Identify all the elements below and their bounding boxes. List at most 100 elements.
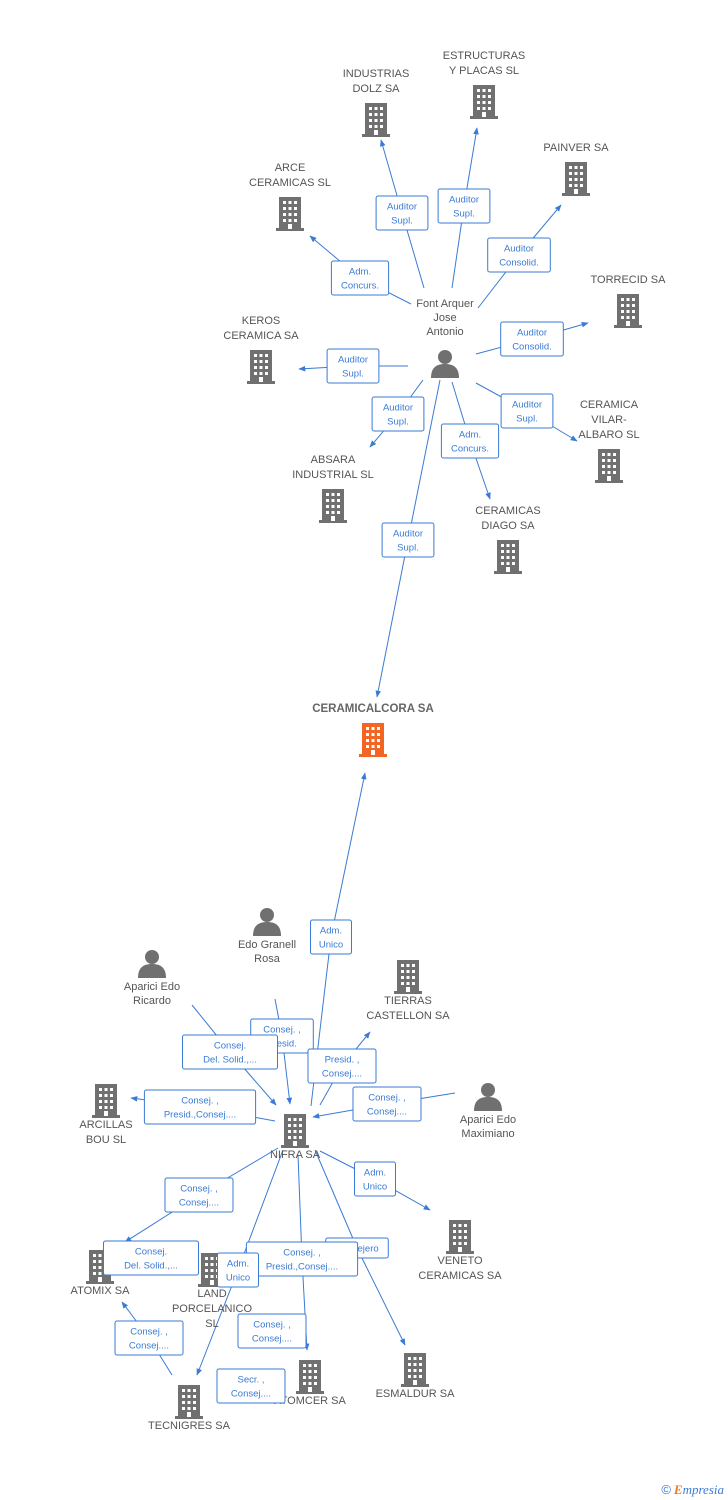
edge-label-nifra-to-veneto: Adm.Unico (354, 1161, 396, 1197)
node-label: ABSARA (311, 454, 356, 466)
edge-label-text: Presid. (267, 1039, 297, 1050)
edge-label-nifra-to-tecnigres: Adm.Unico (217, 1252, 259, 1288)
edge-label-box (375, 195, 429, 231)
node-torrecid[interactable]: TORRECID SA (591, 274, 667, 328)
edge-label-box (307, 1048, 377, 1084)
node-tecnigres[interactable]: TECNIGRES SA (148, 1385, 231, 1432)
node-nifra[interactable]: NIFRA SA (270, 1114, 321, 1161)
building-icon (614, 294, 642, 328)
building-icon (247, 350, 275, 384)
focus-building-icon (359, 723, 387, 757)
edge-label-box (487, 237, 551, 273)
edge-label-text: Auditor (512, 400, 542, 411)
edge-label-box (330, 260, 390, 296)
node-label: DIAGO SA (481, 520, 535, 532)
edge-label-text: Presid. , (325, 1055, 360, 1066)
edge-label-text: Auditor (387, 202, 417, 213)
node-label: CERAMICA (580, 399, 639, 411)
building-icon (175, 1385, 203, 1419)
edge-label-box (182, 1034, 278, 1070)
edge-label-text: Consolid. (512, 342, 552, 353)
node-label: PAINVER SA (543, 142, 609, 154)
edge-label-text: Adm. (349, 267, 371, 278)
node-label: ARCE (275, 162, 306, 174)
node-label: VILAR- (591, 414, 627, 426)
building-icon (92, 1084, 120, 1118)
node-label: Maximiano (461, 1128, 514, 1140)
node-atomix[interactable]: ATOMIX SA (71, 1250, 131, 1297)
edge-label-box (352, 1086, 422, 1122)
edge-label-text: Adm. (227, 1259, 249, 1270)
building-icon (296, 1360, 324, 1394)
building-icon (394, 960, 422, 994)
node-atomcer[interactable]: ATOMCER SA (274, 1360, 347, 1407)
edge-label-text: Consej.... (129, 1341, 169, 1352)
edge-label-text: Supl. (387, 417, 409, 428)
edge-label-nifra-to-atomix: Consej. ,Consej.... (164, 1177, 234, 1213)
node-label: Rosa (254, 953, 281, 965)
node-ceramicalcora[interactable]: CERAMICALCORA SA (312, 703, 434, 757)
edge-label-text: Consej. (214, 1041, 246, 1052)
edge-label-nifra-to-atomcer: Consej. ,Presid.,Consej.... (245, 1241, 359, 1277)
edge-label-text: Auditor (393, 529, 423, 540)
node-label: CERAMICAS (475, 505, 540, 517)
node-vilar-albaro[interactable]: CERAMICA VILAR- ALBARO SL (578, 399, 640, 483)
edge-label-text: Consolid. (499, 258, 539, 269)
edge-label-nifra-to-arcillas_bou: Consej. , Presid.,Consej.... (143, 1089, 257, 1125)
edge-label-text: Consej. , (130, 1327, 168, 1338)
building-icon (494, 540, 522, 574)
edge-label-box (237, 1313, 307, 1349)
node-label: Aparici Edo (460, 1114, 516, 1126)
edge-label-text: Consej. , (181, 1096, 219, 1107)
node-label: ATOMCER SA (274, 1395, 346, 1407)
node-label: Font Arquer (416, 298, 474, 310)
edge-label-font_arquer-to-diago: Adm.Concurs. (440, 423, 500, 459)
person-icon (138, 950, 166, 978)
edge-label-box (164, 1177, 234, 1213)
edge-label-text: Unico (363, 1182, 387, 1193)
edge-label-box (354, 1161, 396, 1197)
node-label: CERAMICA SA (223, 330, 299, 342)
edge-label-text: Consej.... (179, 1198, 219, 1209)
node-label: Y PLACAS SL (449, 65, 519, 77)
node-label: CERAMICAS SA (418, 1270, 502, 1282)
building-icon (595, 449, 623, 483)
edge-label-box (381, 522, 435, 558)
edge-label-text: Del. Solid.,... (203, 1055, 257, 1066)
node-label: PORCELANICO (172, 1303, 253, 1315)
edge-label-text: Consej. , (263, 1025, 301, 1036)
node-label: TORRECID SA (591, 274, 667, 286)
edge-label-nifra-to-tierras: Presid. ,Consej.... (307, 1048, 377, 1084)
edge-label-text: Consej. , (368, 1093, 406, 1104)
node-label: Jose (433, 312, 456, 324)
edge-label-text: Presid.,Consej.... (164, 1110, 236, 1121)
node-diago[interactable]: CERAMICAS DIAGO SA (475, 505, 541, 574)
node-label: ALBARO SL (578, 429, 639, 441)
empresia-credit[interactable]: ©Empresia (661, 1482, 724, 1498)
node-label: SL (205, 1318, 218, 1330)
node-painver[interactable]: PAINVER SA (543, 142, 609, 196)
edge-label-text: Auditor (504, 244, 534, 255)
edge-label-text: Auditor (517, 328, 547, 339)
node-label: DOLZ SA (352, 83, 400, 95)
edge-label-text: Consej. , (283, 1248, 321, 1259)
brand-initial: E (673, 1482, 683, 1497)
edge-label-text: Consej.... (367, 1107, 407, 1118)
node-esmaldur[interactable]: ESMALDUR SA (376, 1353, 456, 1400)
